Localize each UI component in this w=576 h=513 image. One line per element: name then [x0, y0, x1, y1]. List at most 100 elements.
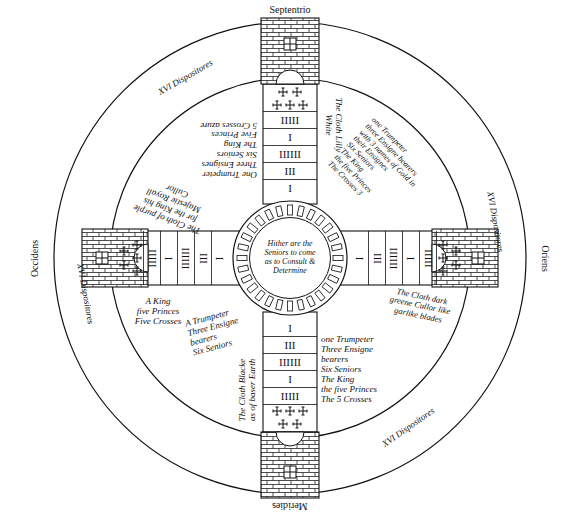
cross-symbol [293, 420, 301, 428]
row-line [402, 231, 403, 285]
gate-name: Meridies [272, 501, 308, 512]
text-group: Septentrio [269, 4, 310, 15]
row-line [263, 404, 317, 405]
cross-symbol [133, 267, 141, 275]
south-arm [263, 312, 317, 432]
rank-numeral: I [354, 256, 365, 260]
rank-numeral: IIIIII [279, 149, 301, 160]
text-group: A TrumpeterThree Ensigne bearersSix Seni… [184, 302, 262, 358]
text-group: IIIIII [180, 247, 191, 269]
seat-block [255, 290, 265, 301]
seat-block [265, 296, 274, 307]
text-group: I [288, 323, 292, 334]
cross-symbol [439, 254, 447, 262]
text-group: Oriens [539, 245, 550, 272]
west-gate [82, 229, 148, 287]
text-group: I [163, 256, 174, 260]
seat-block [241, 233, 252, 242]
gate-name: Septentrio [269, 4, 310, 15]
row-line [263, 128, 317, 129]
text-group: I [354, 256, 365, 260]
seat-block [331, 265, 342, 272]
cross-symbol [452, 247, 460, 255]
inscription: Five Crosses [130, 317, 186, 327]
rank-numeral: IIIII [422, 249, 433, 267]
text-group: I [288, 374, 292, 385]
seat-block [255, 215, 265, 226]
cross-symbol [299, 101, 307, 109]
text-group: I [288, 183, 292, 194]
text-group: I [288, 132, 292, 143]
text-group: IIIII [281, 391, 299, 402]
rank-numeral: IIIII [281, 115, 299, 126]
north-arm [263, 84, 317, 204]
seat-block [237, 255, 247, 260]
inscription: Three Ensigne bearers [321, 345, 393, 365]
row-line [263, 145, 317, 146]
gate-name: Occidens [30, 239, 41, 276]
rank-numeral: I [214, 256, 225, 260]
inscription: Six Seniors [187, 150, 257, 160]
seat-block [315, 290, 325, 301]
seat-block [287, 205, 292, 215]
east-gate [432, 229, 498, 287]
council-circle [233, 201, 347, 315]
cross-symbol [273, 407, 281, 415]
seat-block [315, 215, 325, 226]
inscription: The 5 Crosses [321, 395, 393, 405]
inscription: The King [187, 140, 257, 150]
inscription: the five Princes [321, 385, 393, 395]
text-group: IIIII [146, 249, 157, 267]
text-group: The Cloth Lilly White [323, 94, 343, 156]
seat-block [238, 265, 249, 272]
gate-arch [432, 244, 446, 272]
rank-numeral: III [285, 340, 296, 351]
seat-block [276, 299, 283, 310]
text-group: Meridies [272, 501, 308, 512]
cross-symbol [120, 261, 128, 269]
row-line [263, 387, 317, 388]
row-line [263, 353, 317, 354]
seat-block [322, 223, 333, 233]
gate-arch [276, 432, 304, 446]
council-text: Hither are the Seniors to come as to Con… [261, 240, 319, 275]
inscription: The King [321, 375, 393, 385]
inscription: Six Seniors [321, 365, 393, 375]
inscription: XVI Dispositores [157, 58, 215, 97]
text-group: I [214, 256, 225, 260]
seat-block [306, 209, 315, 220]
cross-symbol [273, 101, 281, 109]
seat-block [241, 274, 252, 283]
cross-symbol [286, 101, 294, 109]
text-group: The Cloth Blacke as of baser Earth [238, 355, 258, 425]
row-line [263, 179, 317, 180]
text-group: The Cloth dark greene Cullor like garlik… [383, 285, 457, 327]
text-group: III [285, 166, 296, 177]
rank-numeral: IIIIII [388, 247, 399, 269]
text-group: I [405, 256, 416, 260]
gate-name: Oriens [539, 245, 550, 272]
inscription: The Cloth of purple for the King his Maj… [131, 174, 212, 236]
row-line [368, 231, 369, 285]
row-line [419, 231, 420, 285]
cross-symbol [133, 241, 141, 249]
rank-numeral: IIIII [281, 391, 299, 402]
cross-symbol [299, 407, 307, 415]
seat-block [276, 206, 283, 217]
inscription: The Cloth Lilly White [323, 94, 343, 156]
repeated-marks [120, 88, 460, 428]
row-line [263, 336, 317, 337]
inscription: One Trumpeter [187, 170, 257, 180]
rank-numeral: III [372, 253, 383, 264]
gate-arch [134, 244, 148, 272]
council-node: Hither are the Seniors to come as to Con… [249, 217, 331, 299]
rank-numeral: I [288, 183, 292, 194]
rank-numeral: IIIIII [180, 247, 191, 269]
rank-numeral: IIIIII [279, 357, 301, 368]
row-line [436, 231, 437, 285]
gate-arch [276, 70, 304, 84]
rank-numeral: I [288, 323, 292, 334]
inscription: The Cloth Blacke as of baser Earth [238, 355, 258, 425]
cross-symbol [279, 420, 287, 428]
seat-block [328, 233, 339, 242]
